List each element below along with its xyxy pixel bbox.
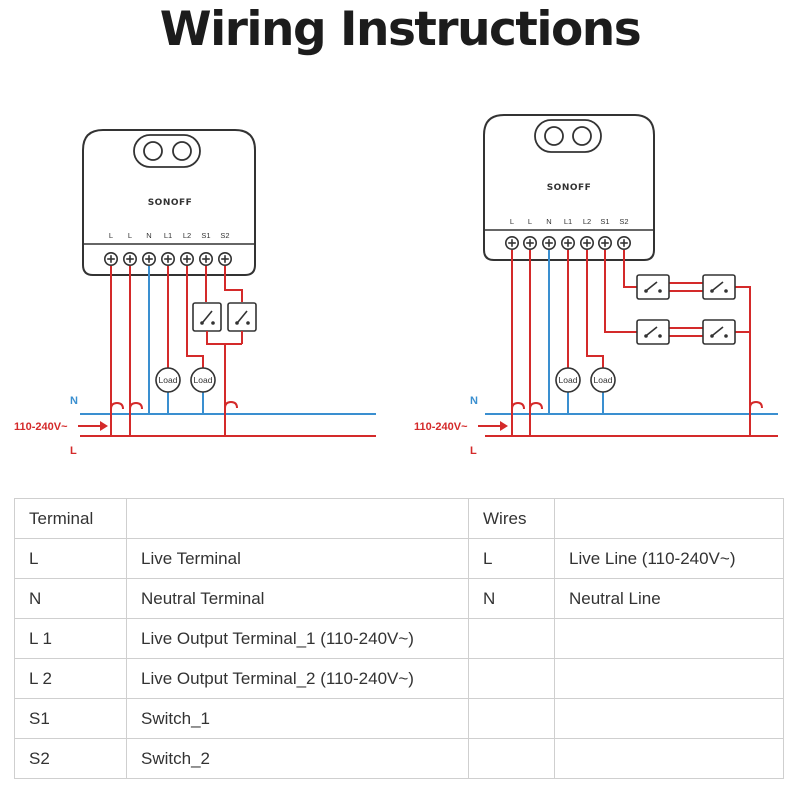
- table-row: L 2 Live Output Terminal_2 (110-240V~): [14, 658, 784, 699]
- wire-cell: [468, 618, 555, 659]
- table-row: L Live Terminal L Live Line (110-240V~): [14, 538, 784, 579]
- terminal-desc-cell: Live Output Terminal_2 (110-240V~): [126, 658, 469, 699]
- terminal-desc-cell: Neutral Terminal: [126, 578, 469, 619]
- terminal-label: S1: [201, 231, 210, 240]
- left-switch-1: [192, 302, 222, 332]
- terminal-cell: S2: [14, 738, 127, 779]
- left-input-arrow: [78, 421, 108, 431]
- terminal-cell: L 1: [14, 618, 127, 659]
- load-label: Load: [194, 375, 213, 385]
- left-load-2: Load: [190, 367, 216, 393]
- terminal-label: S2: [619, 217, 628, 226]
- right-switch-1a: [636, 274, 670, 300]
- terminal-desc-cell: Switch_2: [126, 738, 469, 779]
- terminal-label: S1: [600, 217, 609, 226]
- right-load-1: Load: [555, 367, 581, 393]
- wire-desc-cell: [554, 738, 784, 779]
- terminal-cell: L: [14, 538, 127, 579]
- wire-cell: L: [468, 538, 555, 579]
- left-brand-label: SONOFF: [148, 198, 193, 208]
- right-diagram: SONOFF L L N L1 L2 S1 S2 N L 110-240V~: [414, 114, 778, 457]
- wire-desc-cell: Neutral Line: [554, 578, 784, 619]
- left-neutral-label: N: [70, 395, 78, 407]
- left-load-1: Load: [155, 367, 181, 393]
- terminal-cell: N: [14, 578, 127, 619]
- right-terminal-labels: L L N L1 L2 S1 S2: [510, 217, 629, 226]
- load-label: Load: [594, 375, 613, 385]
- right-voltage-label: 110-240V~: [414, 421, 468, 433]
- header-wires-desc: [554, 498, 784, 539]
- header-terminal-desc: [126, 498, 469, 539]
- wire-desc-cell: [554, 658, 784, 699]
- left-diagram: SONOFF L L N L1 L2 S1 S2 N L 110-240V~: [14, 129, 376, 457]
- right-load-2: Load: [590, 367, 616, 393]
- terminal-desc-cell: Live Output Terminal_1 (110-240V~): [126, 618, 469, 659]
- left-device: SONOFF L L N L1 L2 S1 S2: [82, 129, 256, 276]
- terminal-label: L2: [583, 217, 591, 226]
- left-live-label: L: [70, 445, 77, 457]
- header-terminal: Terminal: [14, 498, 127, 539]
- right-live-label: L: [470, 445, 477, 457]
- terminal-cell: S1: [14, 698, 127, 739]
- right-neutral-label: N: [470, 395, 478, 407]
- left-voltage-label: 110-240V~: [14, 421, 68, 433]
- terminal-label: L1: [564, 217, 572, 226]
- wire-desc-cell: [554, 698, 784, 739]
- table-row: S2 Switch_2: [14, 738, 784, 779]
- terminal-desc-cell: Switch_1: [126, 698, 469, 739]
- table-header-row: Terminal Wires: [14, 498, 784, 539]
- terminal-label: S2: [220, 231, 229, 240]
- right-switch-2b: [702, 319, 736, 345]
- terminal-cell: L 2: [14, 658, 127, 699]
- wire-cell: [468, 658, 555, 699]
- right-switch-2a: [636, 319, 670, 345]
- terminal-label: N: [546, 217, 551, 226]
- wire-desc-cell: Live Line (110-240V~): [554, 538, 784, 579]
- terminal-label: L: [510, 217, 514, 226]
- terminal-label: L1: [164, 231, 172, 240]
- left-switch-2: [227, 302, 257, 332]
- wiring-diagrams: SONOFF L L N L1 L2 S1 S2 N L 110-240V~: [14, 114, 778, 457]
- wire-cell: N: [468, 578, 555, 619]
- table-row: L 1 Live Output Terminal_1 (110-240V~): [14, 618, 784, 659]
- terminal-table: Terminal Wires L Live Terminal L Live Li…: [14, 498, 784, 779]
- page-title: Wiring Instructions: [159, 2, 642, 57]
- terminal-label: L: [528, 217, 532, 226]
- load-label: Load: [559, 375, 578, 385]
- right-switch-1b: [702, 274, 736, 300]
- table-row: S1 Switch_1: [14, 698, 784, 739]
- right-brand-label: SONOFF: [547, 183, 592, 193]
- terminal-label: L2: [183, 231, 191, 240]
- terminal-label: N: [146, 231, 151, 240]
- terminal-desc-cell: Live Terminal: [126, 538, 469, 579]
- right-input-arrow: [478, 421, 508, 431]
- wire-cell: [468, 738, 555, 779]
- load-label: Load: [159, 375, 178, 385]
- header-wires: Wires: [468, 498, 555, 539]
- table-row: N Neutral Terminal N Neutral Line: [14, 578, 784, 619]
- right-device: SONOFF L L N L1 L2 S1 S2: [483, 114, 655, 261]
- terminal-label: L: [109, 231, 113, 240]
- left-terminal-labels: L L N L1 L2 S1 S2: [109, 231, 230, 240]
- wire-desc-cell: [554, 618, 784, 659]
- terminal-label: L: [128, 231, 132, 240]
- wire-cell: [468, 698, 555, 739]
